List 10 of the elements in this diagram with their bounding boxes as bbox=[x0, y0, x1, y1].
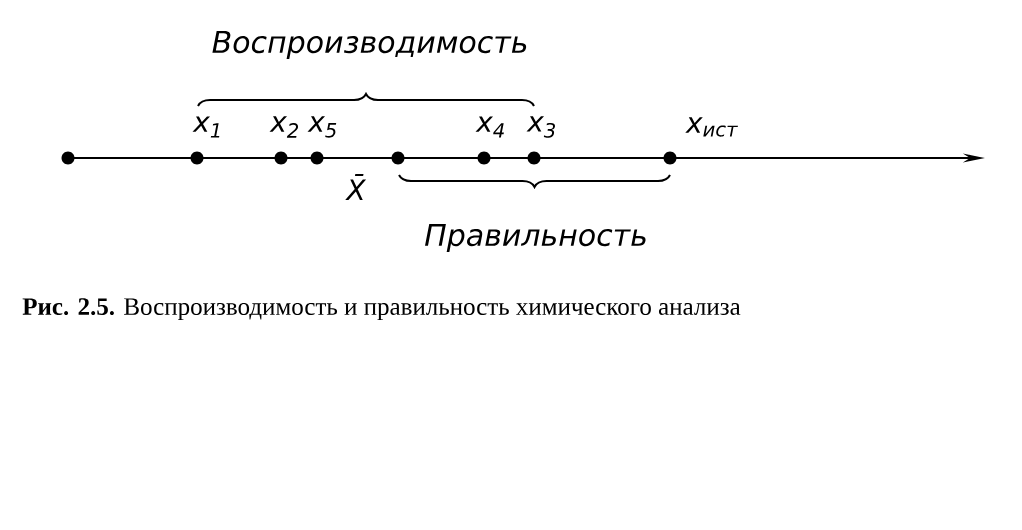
brace-label: Воспроизводимость bbox=[212, 30, 527, 60]
axis-label: x$_{1}$ bbox=[192, 116, 220, 138]
caption: Рис. 2.5. Воспроизводимость и правильность химического анализа bbox=[22, 298, 741, 321]
brace-label: Правильность bbox=[425, 223, 646, 253]
axis-label: x$_{4}$ bbox=[475, 116, 504, 138]
axis-label: x$_{ист}$ bbox=[685, 117, 738, 137]
axis-label: x$_{3}$ bbox=[526, 116, 555, 138]
axis-label: x$_{2}$ bbox=[269, 116, 299, 138]
axis-label: x$_{5}$ bbox=[307, 116, 337, 138]
axis-label: X̄ bbox=[345, 174, 367, 200]
